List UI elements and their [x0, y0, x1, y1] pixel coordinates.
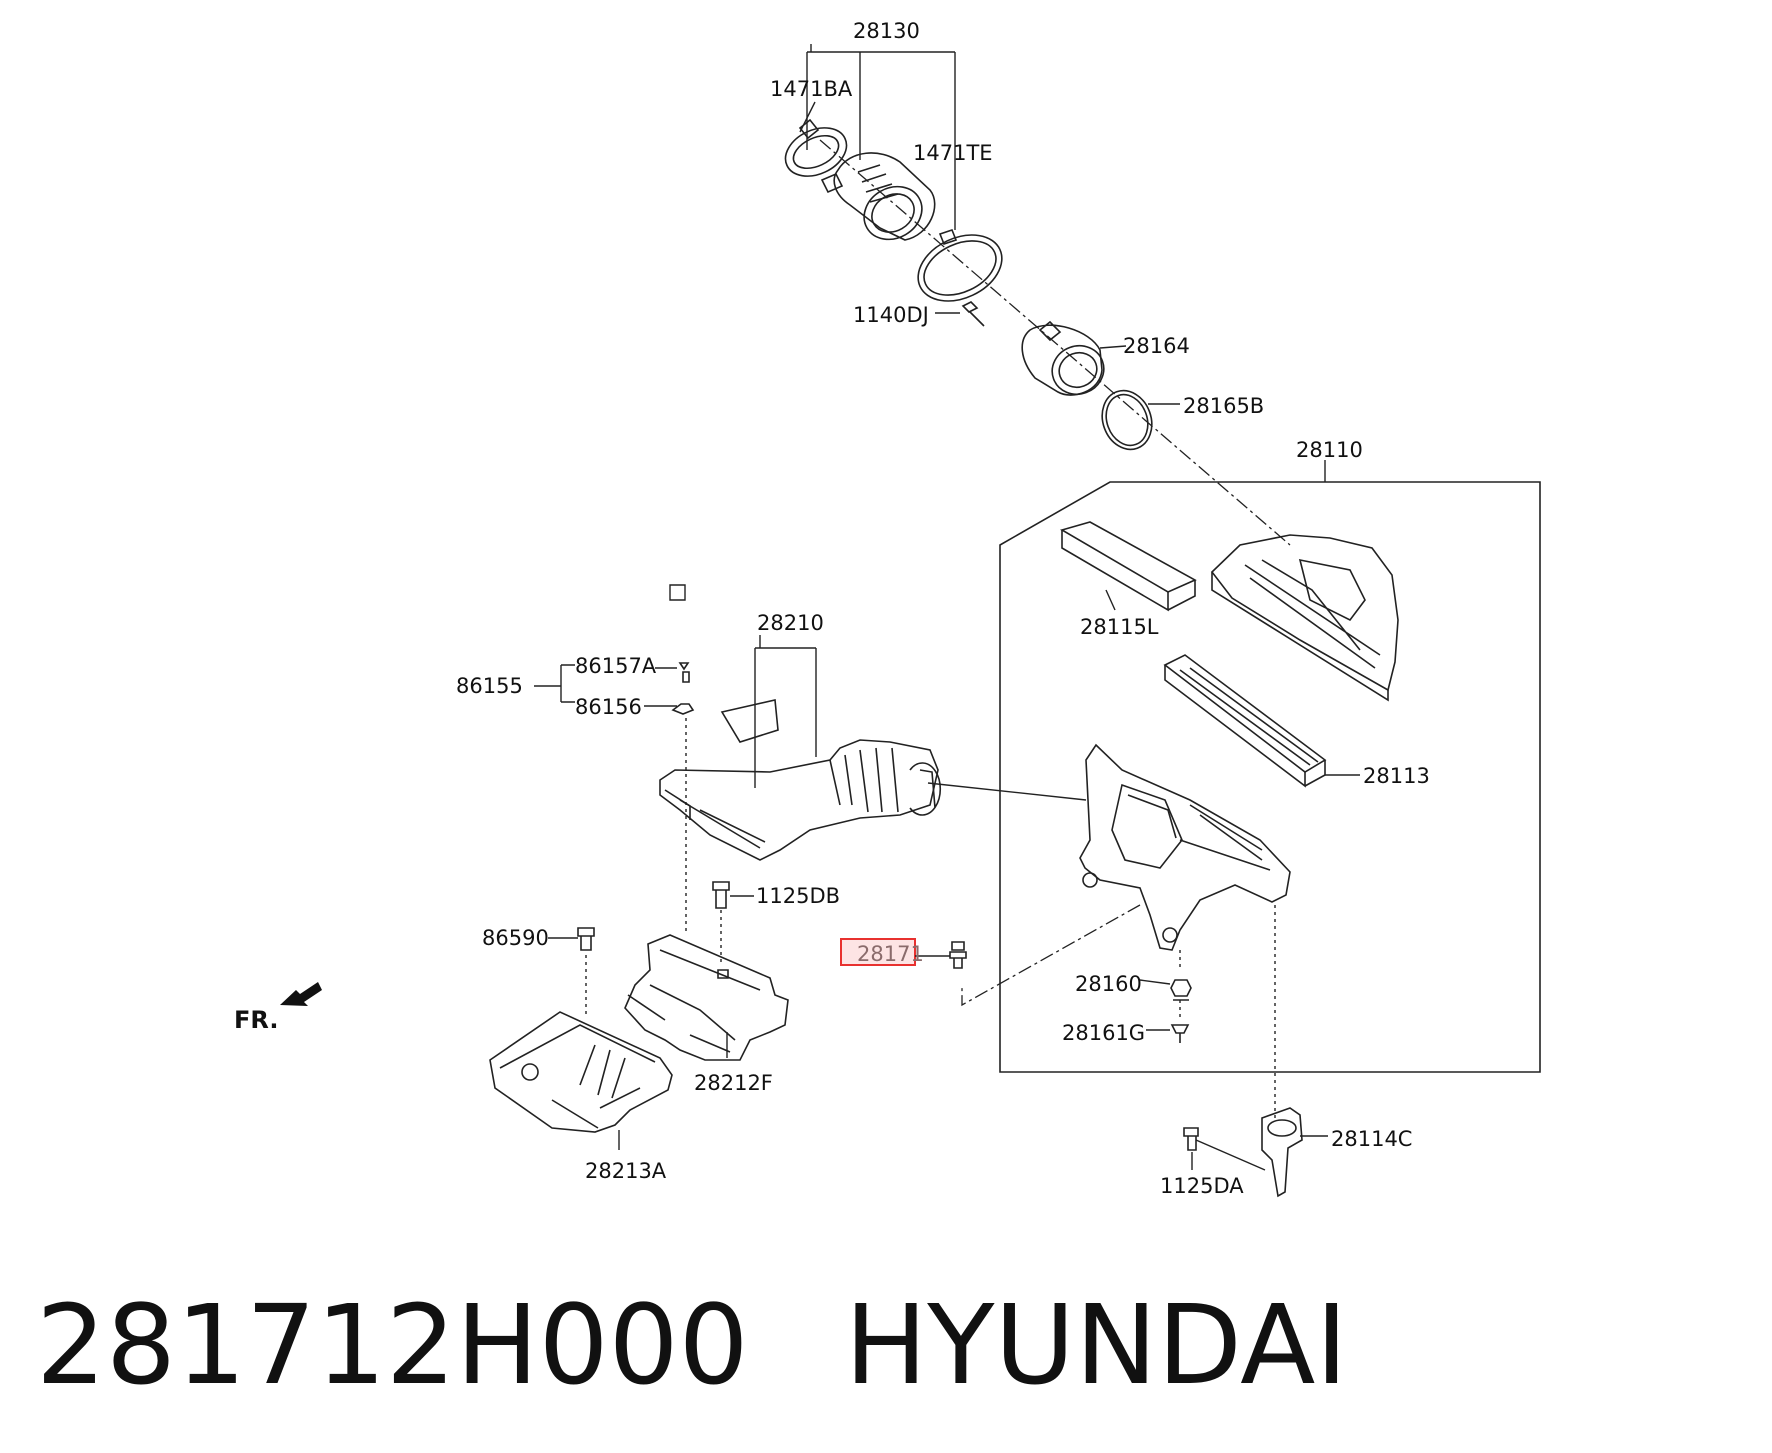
label-28115l: 28115L [1080, 615, 1159, 639]
label-86590: 86590 [482, 926, 549, 950]
label-28130: 28130 [853, 19, 920, 43]
highlight-box [840, 938, 916, 966]
bracket-28114c [1183, 1107, 1328, 1198]
air-cleaner-assembly [927, 460, 1541, 1120]
label-28110: 28110 [1296, 438, 1363, 462]
label-28160: 28160 [1075, 972, 1142, 996]
label-28210: 28210 [757, 611, 824, 635]
label-28212f: 28212F [694, 1071, 773, 1095]
label-1471ba: 1471BA [770, 77, 853, 101]
label-1140dj: 1140DJ [853, 303, 929, 327]
label-86157a: 86157A [575, 654, 657, 678]
intake-hose-assembly [784, 44, 1291, 546]
label-86156: 86156 [575, 695, 642, 719]
part-labels: 28130 1471BA 1471TE 1140DJ 28164 28165B … [234, 19, 1430, 1198]
caption-part-number: 281712H000 [36, 1281, 749, 1409]
air-duct-assembly [659, 584, 942, 935]
bolt-1125db [712, 881, 754, 965]
front-arrow-icon [280, 982, 322, 1006]
label-1125da: 1125DA [1160, 1174, 1244, 1198]
tray-28213a [489, 1011, 673, 1150]
label-28114c: 28114C [1331, 1127, 1412, 1151]
label-28213a: 28213A [585, 1159, 667, 1183]
label-28161g: 28161G [1062, 1021, 1145, 1045]
label-1125db: 1125DB [756, 884, 840, 908]
label-front: FR. [234, 1006, 278, 1034]
caption-brand: HYUNDAI [844, 1281, 1348, 1409]
air-inlet-28212f [624, 934, 789, 1061]
clip-assembly-86155 [534, 664, 677, 707]
clip-86590 [548, 927, 595, 1015]
label-28164: 28164 [1123, 334, 1190, 358]
screw-28171 [840, 938, 967, 969]
label-86155: 86155 [456, 674, 523, 698]
label-28165b: 28165B [1183, 394, 1264, 418]
label-1471te: 1471TE [913, 141, 993, 165]
label-28171: 28171 [857, 942, 924, 966]
label-28113: 28113 [1363, 764, 1430, 788]
